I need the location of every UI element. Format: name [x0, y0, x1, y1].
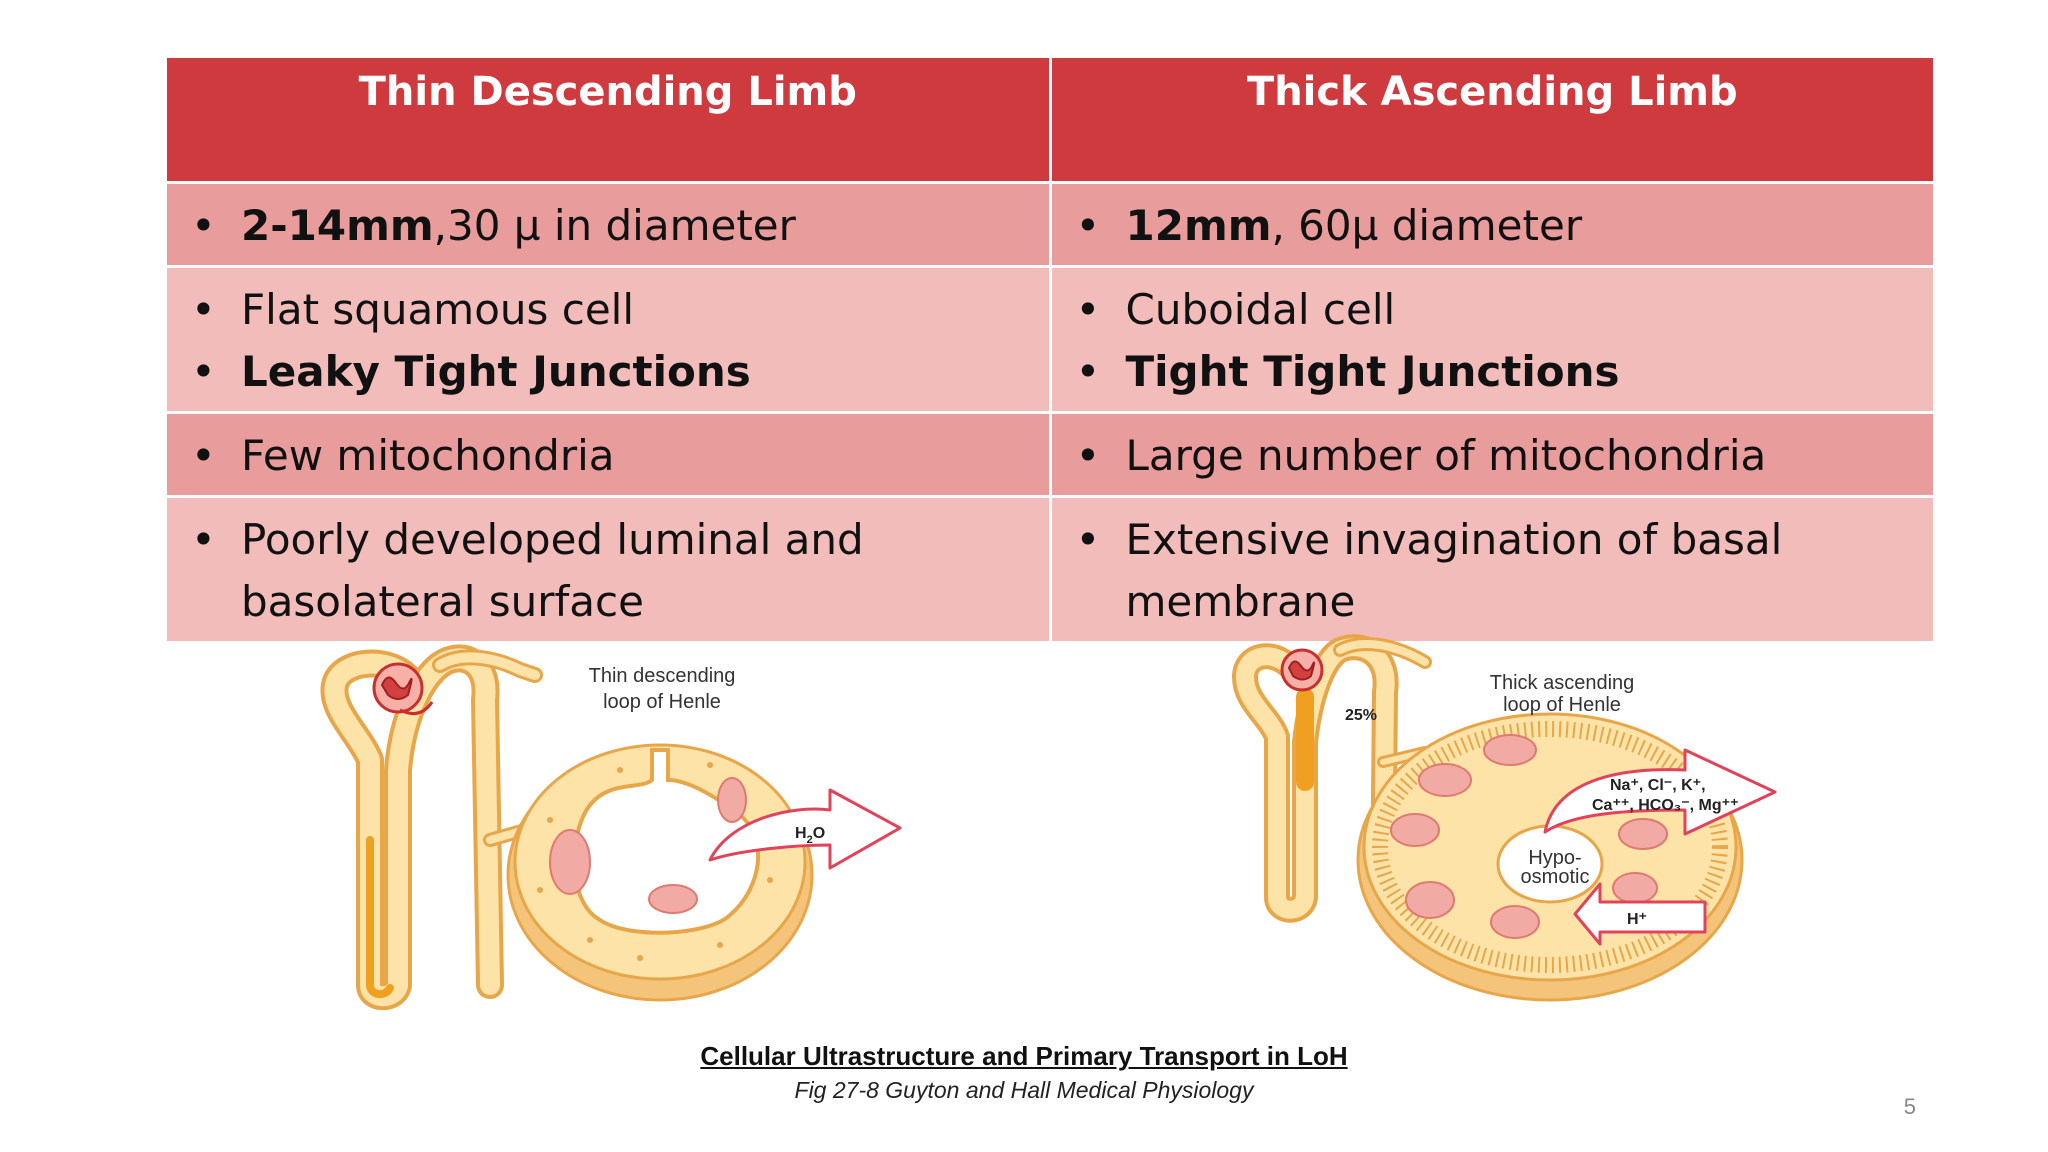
bullet-text: Large number of mitochondria [1125, 431, 1767, 480]
thick-figure-label-line1: Thick ascending [1490, 672, 1635, 694]
thin-figure-label-line1: Thin descending [589, 665, 736, 687]
ions-label-line2: Ca⁺⁺, HCO₃⁻, Mg⁺⁺ [1592, 797, 1739, 814]
arrow-label-h: H [795, 825, 807, 842]
arrow-label-o: O [813, 825, 825, 842]
thin-descending-diagram: H2O Thin descending loop of Henle [320, 644, 902, 1011]
bullet-list: Poorly developed luminal and basolateral… [181, 509, 1039, 633]
comparison-table: Thin Descending Limb Thick Ascending Lim… [164, 55, 1936, 644]
table-cell-left: Flat squamous cellLeaky Tight Junctions [164, 265, 1052, 414]
thick-ascending-diagram: 25% Hypo- osmotic [1232, 634, 1777, 1002]
bullet-item: Extensive invagination of basal membrane [1066, 509, 1924, 633]
ions-label-line1: Na⁺, Cl⁻, K⁺, [1610, 777, 1706, 794]
bullet-item: Large number of mitochondria [1066, 425, 1924, 487]
nucleus [1483, 734, 1537, 766]
header-thin-descending-limb: Thin Descending Limb [164, 55, 1052, 184]
bullet-item: Poorly developed luminal and basolateral… [181, 509, 1039, 633]
proton-influx-arrow: H⁺ [1573, 882, 1707, 946]
table-row: 2-14mm,30 µ in diameter 12mm, 60µ diamete… [164, 181, 1936, 268]
arrow-label-sub: 2 [807, 834, 813, 846]
bullet-emphasis: Leaky Tight Junctions [241, 347, 751, 396]
bullet-item: Flat squamous cell [181, 279, 1039, 341]
thin-limb-cross-section [506, 743, 814, 1002]
bullet-text: Few mitochondria [241, 431, 615, 480]
bullet-text: Flat squamous cell [241, 285, 635, 334]
table-row: Few mitochondria Large number of mitochon… [164, 411, 1936, 498]
proton-label: H⁺ [1627, 911, 1647, 928]
bullet-text: Cuboidal cell [1125, 285, 1396, 334]
bullet-emphasis: Tight Tight Junctions [1125, 347, 1620, 396]
bullet-emphasis: 12mm [1125, 201, 1272, 250]
nucleus [1612, 872, 1658, 904]
table-cell-right: Large number of mitochondria [1048, 411, 1936, 498]
bullet-item: 2-14mm,30 µ in diameter [181, 195, 1039, 257]
figure-caption-title: Cellular Ultrastructure and Primary Tran… [700, 1041, 1348, 1071]
bullet-list: Cuboidal cellTight Tight Junctions [1066, 279, 1924, 403]
bullet-list: 12mm, 60µ diameter [1066, 195, 1924, 257]
bullet-item: Tight Tight Junctions [1066, 341, 1924, 403]
bullet-text: Poorly developed luminal and basolateral… [241, 515, 864, 626]
table-cell-left: Poorly developed luminal and basolateral… [164, 495, 1052, 644]
bullet-list: 2-14mm,30 µ in diameter [181, 195, 1039, 257]
table-row: Flat squamous cellLeaky Tight JunctionsC… [164, 265, 1936, 414]
hypo-osmotic-label-line1: Hypo- [1528, 847, 1581, 869]
nucleus [648, 884, 698, 914]
bullet-item: Cuboidal cell [1066, 279, 1924, 341]
ion-efflux-arrow: Na⁺, Cl⁻, K⁺, Ca⁺⁺, HCO₃⁻, Mg⁺⁺ [1543, 748, 1777, 836]
table-cell-right: 12mm, 60µ diameter [1048, 181, 1936, 268]
table-cell-right: Cuboidal cellTight Tight Junctions [1048, 265, 1936, 414]
header-thick-ascending-limb: Thick Ascending Limb [1048, 55, 1936, 184]
bullet-item: Leaky Tight Junctions [181, 341, 1039, 403]
svg-text:H2O: H2O [795, 825, 825, 846]
glomerulus-icon [372, 662, 434, 716]
water-efflux-arrow: H2O [708, 788, 902, 870]
bullet-list: Few mitochondria [181, 425, 1039, 487]
nucleus [1390, 813, 1440, 847]
bullet-list: Large number of mitochondria [1066, 425, 1924, 487]
flow-percent-label: 25% [1345, 707, 1377, 724]
table-row: Poorly developed luminal and basolateral… [164, 495, 1936, 644]
page-number: 5 [1903, 1094, 1916, 1119]
table-cell-right: Extensive invagination of basal membrane [1048, 495, 1936, 644]
figure-caption-source: Fig 27-8 Guyton and Hall Medical Physiol… [794, 1077, 1254, 1103]
thick-figure-label-line2: loop of Henle [1503, 694, 1621, 716]
nucleus [1405, 881, 1455, 919]
nucleus [549, 829, 591, 895]
thin-figure-label-line2: loop of Henle [603, 691, 721, 713]
hypo-osmotic-label-line2: osmotic [1521, 866, 1590, 888]
bullet-list: Flat squamous cellLeaky Tight Junctions [181, 279, 1039, 403]
glomerulus-icon [1280, 648, 1324, 692]
bullet-emphasis: 2-14mm [241, 201, 434, 250]
nucleus [1490, 905, 1540, 939]
table-cell-left: Few mitochondria [164, 411, 1052, 498]
bullet-text: ,30 µ in diameter [433, 201, 796, 250]
table-body: 2-14mm,30 µ in diameter 12mm, 60µ diamete… [164, 181, 1936, 644]
bullet-text: , 60µ diameter [1271, 201, 1583, 250]
figure-thick-ascending-limb: 25% Hypo- osmotic [1215, 632, 1835, 1012]
bullet-item: Few mitochondria [181, 425, 1039, 487]
nephron-tubule [320, 644, 543, 1011]
nucleus [1418, 763, 1472, 797]
figure-thin-descending-limb: H2O Thin descending loop of Henle [290, 640, 950, 1011]
bullet-item: 12mm, 60µ diameter [1066, 195, 1924, 257]
bullet-list: Extensive invagination of basal membrane [1066, 509, 1924, 633]
table-cell-left: 2-14mm,30 µ in diameter [164, 181, 1052, 268]
bullet-text: Extensive invagination of basal membrane [1125, 515, 1783, 626]
nucleus [717, 777, 747, 823]
nucleus [1618, 818, 1668, 850]
table-header-row: Thin Descending Limb Thick Ascending Lim… [164, 55, 1936, 184]
